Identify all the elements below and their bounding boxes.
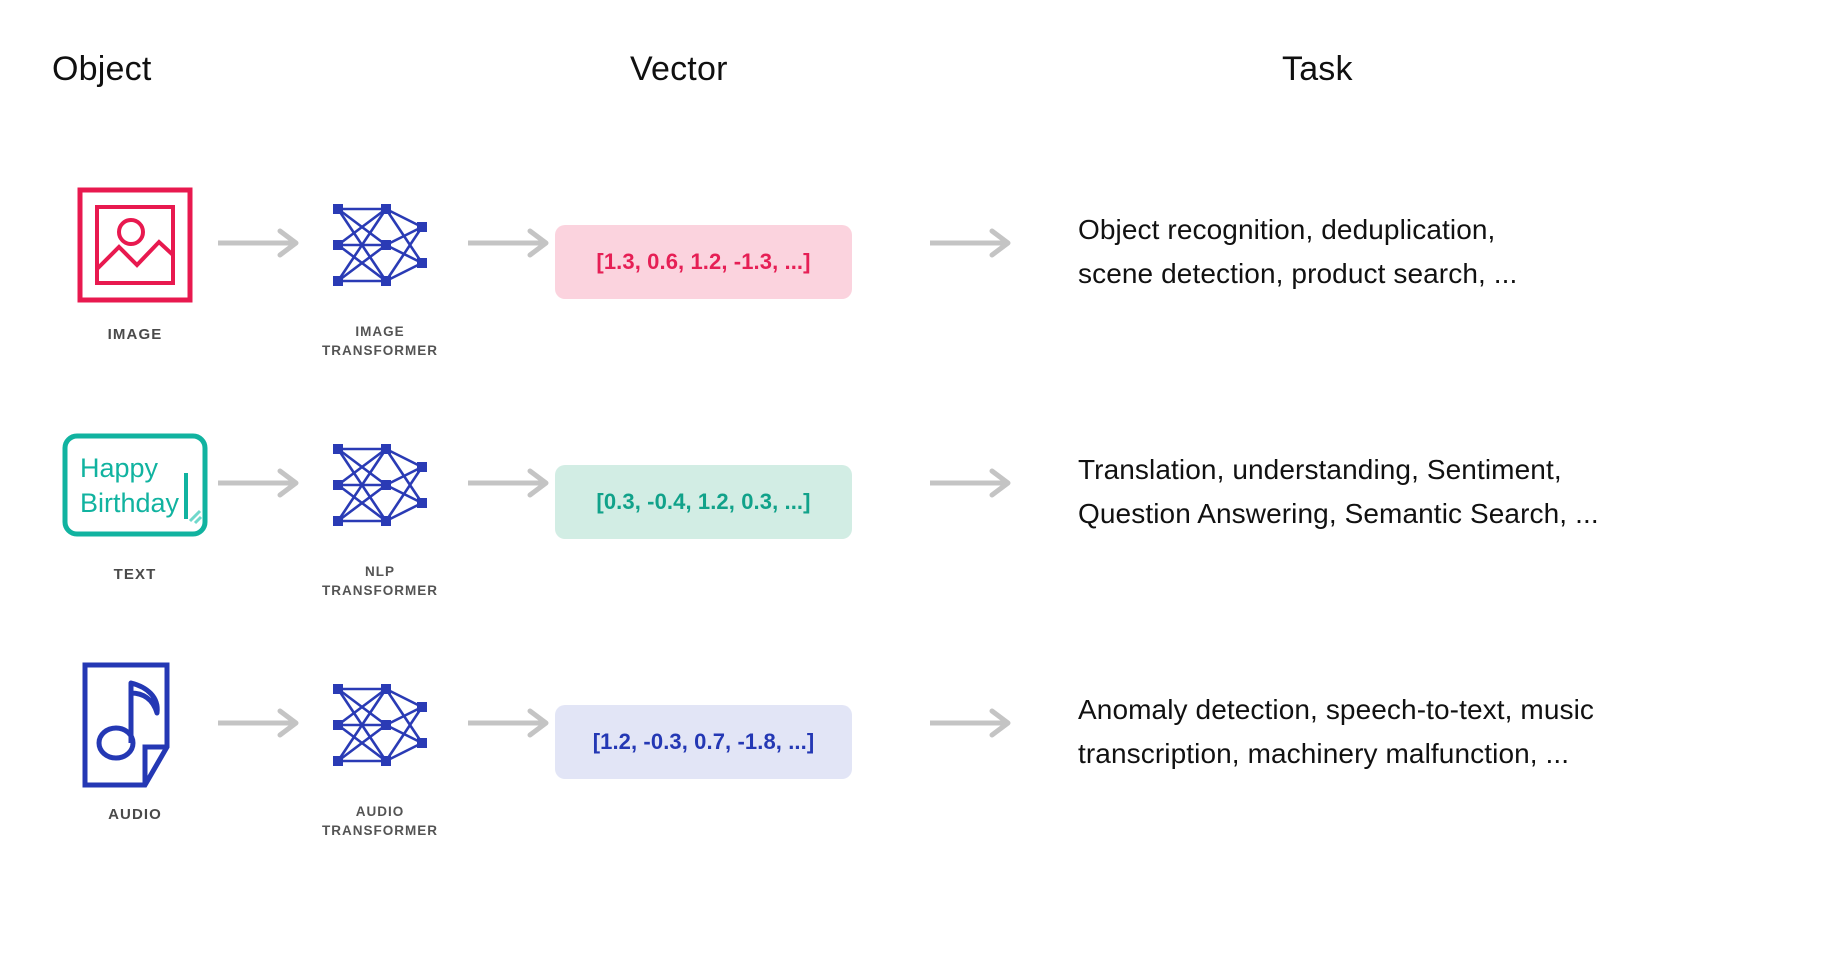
- task-line-1: Object recognition, deduplication,: [1078, 214, 1496, 245]
- arrow-transformer-to-vector: [468, 468, 554, 498]
- arrow-vector-to-task: [930, 468, 1016, 498]
- object-label-text: TEXT: [113, 566, 157, 583]
- object-label-audio: AUDIO: [108, 806, 162, 823]
- vector-chip-image: [1.3, 0.6, 1.2, -1.3, ...]: [555, 225, 852, 299]
- transformer-cell-nlp: NLP TRANSFORMER: [290, 420, 470, 630]
- column-header-task: Task: [1282, 50, 1353, 88]
- transformer-label-line2: TRANSFORMER: [322, 823, 438, 839]
- neural-network-icon: [324, 420, 436, 550]
- text-box-icon: Happy Birthday: [62, 420, 208, 550]
- arrow-object-to-transformer: [218, 228, 304, 258]
- object-label-image: IMAGE: [107, 326, 163, 343]
- transformer-label-nlp: NLP TRANSFORMER: [322, 562, 438, 600]
- column-header-vector: Vector: [630, 50, 728, 88]
- object-cell-image: IMAGE: [40, 180, 230, 380]
- object-cell-text: Happy Birthday TEXT: [40, 420, 230, 620]
- task-line-2: scene detection, product search, ...: [1078, 258, 1518, 290]
- task-cell-audio: Anomaly detection, speech-to-text, music…: [1078, 688, 1808, 776]
- arrow-vector-to-task: [930, 708, 1016, 738]
- transformer-label-line1: AUDIO: [355, 804, 405, 819]
- transformer-cell-image: IMAGE TRANSFORMER: [290, 180, 470, 390]
- diagram-row-image: IMAGE: [0, 180, 1828, 420]
- transformer-label-line2: TRANSFORMER: [322, 343, 438, 359]
- vector-chip-text: [0.3, -0.4, 1.2, 0.3, ...]: [555, 465, 852, 539]
- neural-network-icon: [324, 660, 436, 790]
- transformer-label-line1: IMAGE: [355, 324, 405, 339]
- transformer-label-image: IMAGE TRANSFORMER: [322, 322, 438, 360]
- audio-document-note-icon: [81, 660, 189, 790]
- arrow-transformer-to-vector: [468, 228, 554, 258]
- diagram-row-audio: AUDIO: [0, 660, 1828, 900]
- task-line-2: Question Answering, Semantic Search, ...: [1078, 498, 1599, 530]
- object-cell-audio: AUDIO: [40, 660, 230, 860]
- column-header-object: Object: [52, 50, 152, 88]
- arrow-vector-to-task: [930, 228, 1016, 258]
- diagram-row-text: Happy Birthday TEXT: [0, 420, 1828, 660]
- arrow-object-to-transformer: [218, 468, 304, 498]
- transformer-label-line1: NLP: [365, 564, 395, 579]
- transformer-label-line2: TRANSFORMER: [322, 583, 438, 599]
- task-line-1: Translation, understanding, Sentiment,: [1078, 454, 1562, 485]
- arrow-object-to-transformer: [218, 708, 304, 738]
- vector-chip-audio: [1.2, -0.3, 0.7, -1.8, ...]: [555, 705, 852, 779]
- text-sample-line2: Birthday: [80, 488, 180, 518]
- task-line-2: transcription, machinery malfunction, ..…: [1078, 738, 1570, 770]
- neural-network-icon: [324, 180, 436, 310]
- arrow-transformer-to-vector: [468, 708, 554, 738]
- transformer-label-audio: AUDIO TRANSFORMER: [322, 802, 438, 840]
- image-placeholder-icon: [77, 180, 193, 310]
- transformer-cell-audio: AUDIO TRANSFORMER: [290, 660, 470, 870]
- text-sample-line1: Happy: [80, 453, 159, 483]
- task-cell-text: Translation, understanding, Sentiment, Q…: [1078, 448, 1808, 536]
- task-line-1: Anomaly detection, speech-to-text, music: [1078, 694, 1595, 725]
- task-cell-image: Object recognition, deduplication, scene…: [1078, 208, 1808, 296]
